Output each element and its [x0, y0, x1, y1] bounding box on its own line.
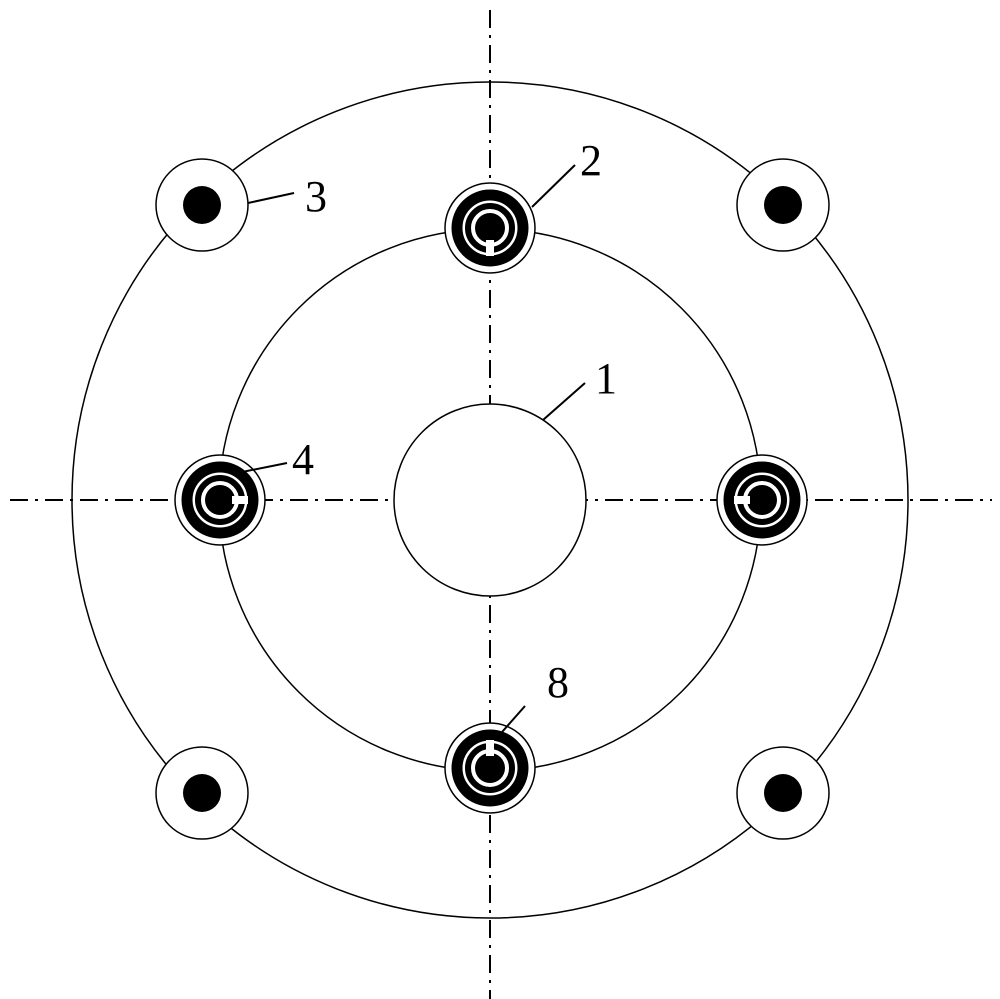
split-ring-hole-right: [716, 454, 808, 546]
label-bottom-split-ring: 8: [547, 658, 569, 707]
outer-mount-hole-bottom-left: [155, 746, 249, 840]
outer-circle: [71, 81, 909, 919]
outer-mount-hole-top-left: [155, 158, 249, 252]
leader-line-2: [531, 164, 576, 208]
label-top-split-ring: 2: [580, 136, 602, 185]
split-ring-hole-top: [444, 182, 536, 274]
outer-mount-hole-top-right: [736, 158, 830, 252]
split-ring-hole-left: [174, 454, 266, 546]
leader-line-8: [494, 705, 526, 741]
leader-line-1: [542, 382, 586, 421]
leader-line-3: [247, 192, 295, 204]
center-hole: [393, 403, 587, 597]
label-center-hole: 1: [595, 354, 617, 403]
split-ring-hole-bottom: [444, 722, 536, 814]
outer-mount-hole-bottom-right: [736, 746, 830, 840]
label-left-split-ring: 4: [292, 435, 314, 484]
label-outer-hole: 3: [305, 172, 327, 221]
leader-line-4: [236, 462, 288, 474]
